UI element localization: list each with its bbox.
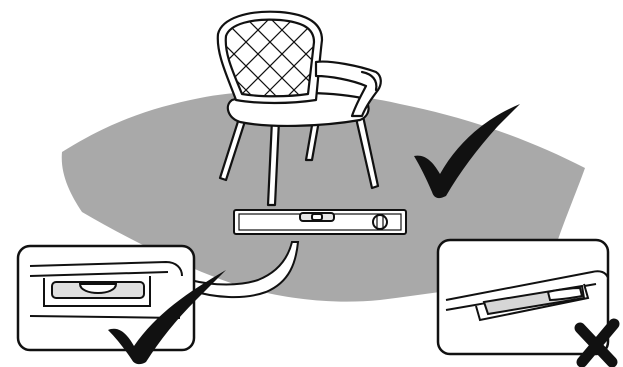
chair-armrest [314,60,382,118]
inset-level-incorrect [436,238,610,356]
check-icon [414,104,520,199]
chair [216,10,382,207]
inset-level-correct [16,244,196,352]
check-icon [108,270,226,365]
cross-icon [574,318,620,367]
level-round-vial [372,214,388,230]
spirit-level [233,209,407,235]
